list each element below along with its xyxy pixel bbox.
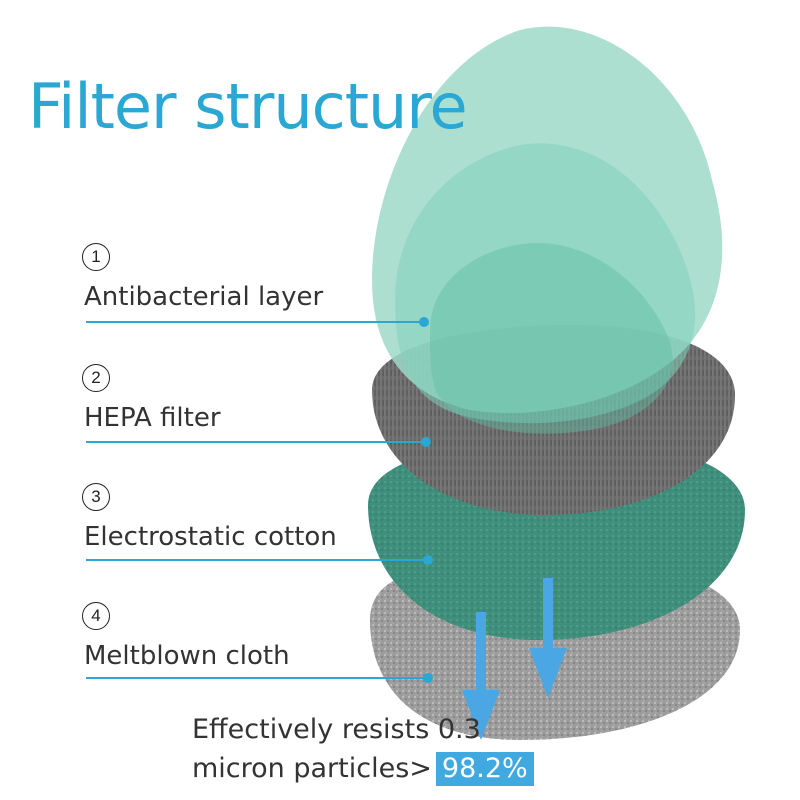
leader-dot-1 (419, 317, 429, 327)
layer-label-electrostatic: Electrostatic cotton (84, 522, 337, 552)
leader-dot-2 (421, 437, 431, 447)
layer-number-4: 4 (82, 602, 110, 630)
footer-line-1: Effectively resists 0.3 (192, 714, 481, 745)
leader-dot-4 (423, 673, 433, 683)
layer-label-antibacterial: Antibacterial layer (84, 282, 324, 312)
down-arrow-icon (529, 578, 567, 698)
percentage-badge: 98.2% (435, 752, 534, 786)
footer-line-2-text: micron particles> (192, 753, 432, 784)
down-arrow-icon (462, 612, 500, 740)
page-title: Filter structure (28, 70, 468, 143)
antibacterial-inner-layer (395, 143, 696, 424)
leader-dot-3 (423, 555, 433, 565)
antibacterial-core-layer (430, 242, 673, 434)
layer-label-meltblown: Meltblown cloth (84, 641, 290, 671)
layer-label-hepa: HEPA filter (84, 403, 221, 433)
layer-number-2: 2 (82, 364, 110, 392)
layer-number-1: 1 (82, 243, 110, 271)
footer-line-2: micron particles>98.2% (192, 752, 534, 786)
layer-number-3: 3 (82, 483, 110, 511)
